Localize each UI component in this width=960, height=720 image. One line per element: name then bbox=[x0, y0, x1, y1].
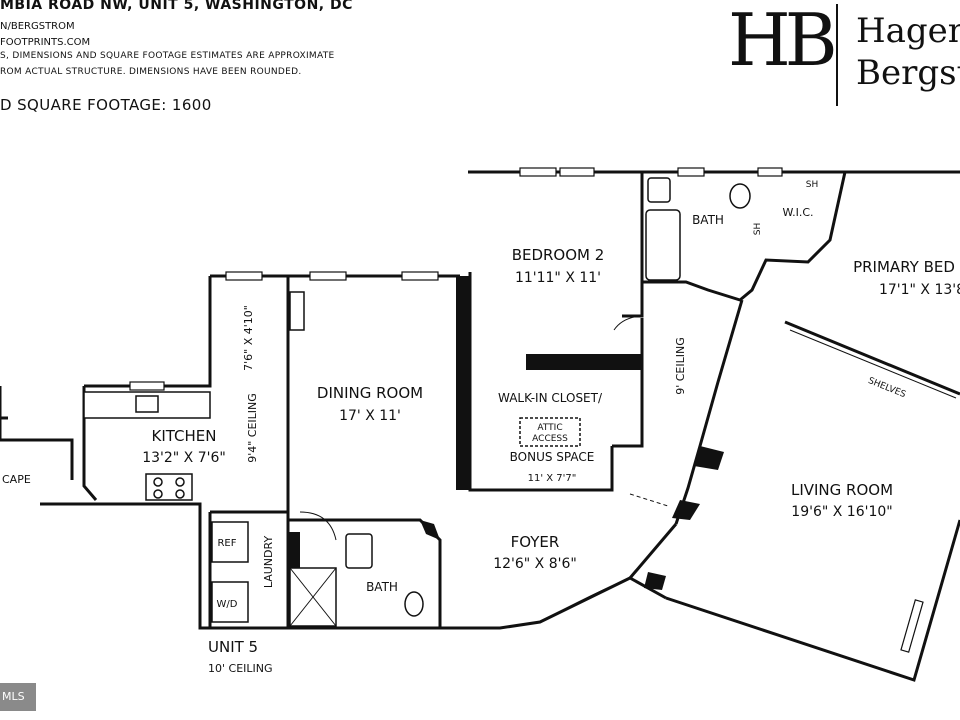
kitchen-name: KITCHEN bbox=[152, 427, 217, 445]
thick-wall-3 bbox=[456, 374, 470, 490]
window-bed2-2 bbox=[559, 167, 595, 177]
burner-3 bbox=[153, 489, 163, 499]
toilet-top bbox=[729, 183, 751, 209]
thick-wall-5 bbox=[694, 446, 724, 470]
nine-ceiling: 9' CEILING bbox=[674, 337, 687, 395]
primary-size: 17'1" X 13'8 bbox=[879, 282, 960, 298]
window-dining-2 bbox=[309, 271, 347, 281]
ref-label: REF bbox=[217, 538, 236, 549]
wic-name: W.I.C. bbox=[782, 206, 813, 219]
window-wic bbox=[757, 167, 783, 177]
window-bath bbox=[677, 167, 705, 177]
disclaimer-line-1: S, DIMENSIONS AND SQUARE FOOTAGE ESTIMAT… bbox=[0, 51, 335, 61]
website-line: FOOTPRINTS.COM bbox=[0, 37, 91, 48]
scape-label: CAPE bbox=[2, 473, 31, 486]
window-dining-1 bbox=[225, 271, 263, 281]
sh-top: SH bbox=[806, 180, 818, 190]
laundry-label: LAUNDRY bbox=[262, 536, 275, 589]
shelves-line bbox=[789, 329, 957, 399]
thick-wall-2 bbox=[526, 354, 642, 370]
burner-4 bbox=[175, 489, 185, 499]
living-size: 19'6" X 16'10" bbox=[791, 504, 892, 520]
mls-badge: MLS bbox=[0, 683, 36, 711]
window-bed2-1 bbox=[519, 167, 557, 177]
bedroom2-name: BEDROOM 2 bbox=[512, 246, 605, 264]
attic-access bbox=[519, 417, 581, 447]
brand-name-line-2: Bergst bbox=[856, 53, 960, 93]
ref-box bbox=[211, 521, 249, 563]
wall-laundry bbox=[208, 510, 288, 628]
bath-bottom-name: BATH bbox=[366, 580, 398, 594]
bath-top-name: BATH bbox=[692, 213, 724, 227]
toilet-bottom bbox=[404, 591, 424, 617]
thick-wall-7 bbox=[644, 572, 666, 590]
brand-logo-mark: HB bbox=[728, 0, 838, 82]
logo-divider bbox=[836, 4, 838, 106]
wall-left-balcony bbox=[0, 386, 74, 480]
door-swing-bath bbox=[613, 315, 641, 331]
thick-wall-4 bbox=[288, 532, 300, 568]
door-swing-dining bbox=[299, 511, 337, 541]
brand-name-line-1: Hagen bbox=[856, 11, 960, 51]
dining-name: DINING ROOM bbox=[317, 384, 423, 402]
thick-wall-8 bbox=[420, 520, 440, 540]
vanity-bottom bbox=[345, 533, 373, 569]
attic-line-1: ATTIC bbox=[537, 423, 562, 433]
shower-diag-2 bbox=[289, 567, 337, 627]
bedroom2-size: 11'11" X 11' bbox=[515, 270, 601, 286]
living-name: LIVING ROOM bbox=[791, 481, 893, 499]
nine4-ceiling: 9'4" CEILING bbox=[246, 393, 259, 463]
burner-1 bbox=[153, 477, 163, 487]
wall-living-outer bbox=[665, 320, 960, 682]
kitchen-size: 13'2" X 7'6" bbox=[142, 450, 226, 466]
wd-label: W/D bbox=[217, 599, 238, 610]
disclaimer-line-2: ROM ACTUAL STRUCTURE. DIMENSIONS HAVE BE… bbox=[0, 67, 302, 77]
closet-name: WALK-IN CLOSET/ bbox=[498, 391, 603, 405]
wall-bath-wic bbox=[642, 170, 847, 302]
sh-side: SH bbox=[753, 223, 763, 235]
foyer-name: FOYER bbox=[511, 533, 560, 551]
thick-wall-6 bbox=[672, 500, 700, 520]
unit-label: UNIT 5 bbox=[208, 638, 258, 656]
primary-name: PRIMARY BED bbox=[853, 258, 955, 276]
unit-ceiling: 10' CEILING bbox=[208, 662, 273, 675]
window-kitchen bbox=[129, 381, 165, 391]
credit-line: N/BERGSTROM bbox=[0, 21, 75, 32]
attic-line-2: ACCESS bbox=[532, 434, 568, 444]
burner-2 bbox=[175, 477, 185, 487]
foyer-size: 12'6" X 8'6" bbox=[493, 556, 577, 572]
window-dining-3 bbox=[401, 271, 439, 281]
bonus-space: BONUS SPACE bbox=[510, 450, 595, 464]
dining-built-in bbox=[289, 291, 305, 331]
shelves-label: SHELVES bbox=[866, 376, 907, 400]
door-swing-foyer bbox=[539, 577, 631, 623]
dim-7-6: 7'6" X 4'10" bbox=[242, 305, 255, 371]
dashed-opening bbox=[629, 493, 669, 507]
closet-size: 11' X 7'7" bbox=[528, 473, 577, 484]
window-living bbox=[900, 599, 924, 653]
wall-kitchen-top bbox=[84, 276, 212, 388]
property-address: MBIA ROAD NW, UNIT 5, WASHINGTON, DC bbox=[0, 0, 353, 13]
wd-box bbox=[211, 581, 249, 623]
tub bbox=[645, 209, 681, 281]
kitchen-sink bbox=[135, 395, 159, 413]
stove bbox=[145, 473, 193, 501]
dining-size: 17' X 11' bbox=[339, 408, 401, 424]
wall-living-left bbox=[674, 299, 744, 525]
square-footage: D SQUARE FOOTAGE: 1600 bbox=[0, 96, 212, 114]
wall-foyer-right bbox=[628, 523, 678, 579]
thick-wall-1 bbox=[456, 276, 470, 374]
wall-kitchen-left bbox=[82, 386, 98, 501]
vanity-top bbox=[647, 177, 671, 203]
